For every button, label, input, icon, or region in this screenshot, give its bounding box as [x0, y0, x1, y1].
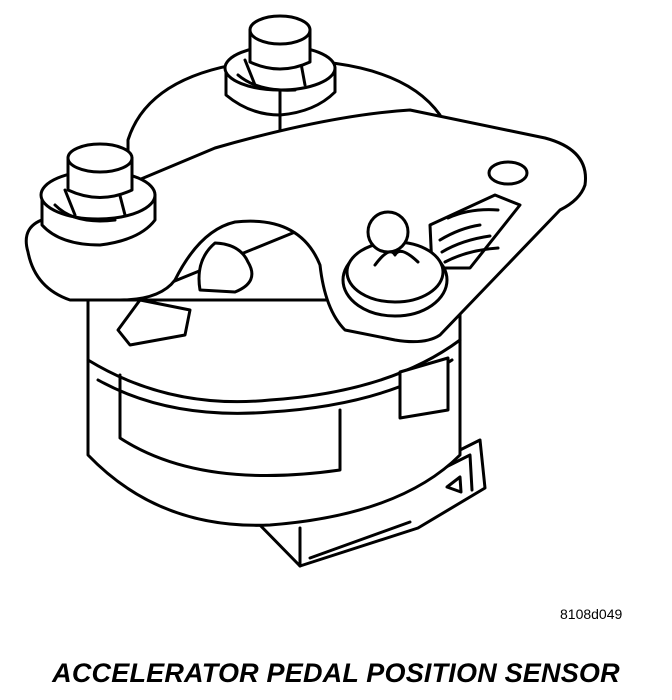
figure-caption: ACCELERATOR PEDAL POSITION SENSOR	[52, 658, 620, 688]
lever-arm	[341, 210, 449, 318]
rear-terminal	[223, 14, 337, 132]
sensor-body	[86, 298, 462, 527]
left-terminal	[39, 142, 157, 247]
figure-code: 8108d049	[560, 606, 623, 622]
